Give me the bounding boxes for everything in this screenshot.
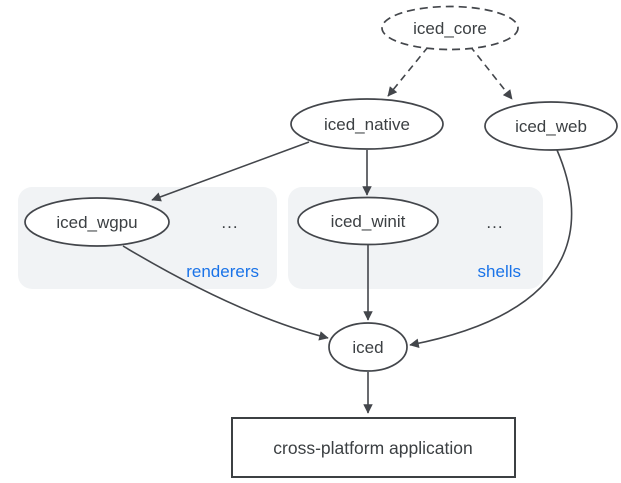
- node-iced_winit: iced_winit: [297, 196, 439, 246]
- edge-iced_web-to-iced: [409, 149, 573, 348]
- edge-iced_core-to-iced_web: [469, 45, 513, 100]
- iced_core-ellipse: [381, 5, 519, 51]
- edge-iced_core-to-iced_native: [387, 46, 429, 97]
- iced-ellipse: [328, 322, 408, 372]
- node-iced_core: iced_core: [381, 5, 519, 51]
- iced-label: iced: [352, 338, 383, 357]
- application-label: cross-platform application: [273, 438, 472, 458]
- iced_wgpu-label: iced_wgpu: [56, 213, 137, 232]
- shells-ellipsis: ...: [486, 213, 503, 232]
- node-iced_web: iced_web: [484, 101, 618, 151]
- application-box: [231, 417, 516, 478]
- node-iced_native: iced_native: [290, 98, 444, 150]
- iced_winit-label: iced_winit: [331, 212, 406, 231]
- iced_wgpu-ellipse: [24, 197, 170, 247]
- iced_core-label: iced_core: [413, 19, 487, 38]
- edge-iced_native-to-iced_wgpu: [151, 141, 310, 202]
- node-application: cross-platform application: [231, 417, 516, 478]
- renderers-ellipsis: ...: [221, 213, 238, 232]
- node-iced_wgpu: iced_wgpu: [24, 197, 170, 247]
- shells-group-label: shells: [478, 262, 521, 281]
- iced_native-label: iced_native: [324, 115, 410, 134]
- iced_winit-ellipse: [297, 196, 439, 246]
- renderers-group-label: renderers: [186, 262, 259, 281]
- iced_native-ellipse: [290, 98, 444, 150]
- node-iced: iced: [328, 322, 408, 372]
- iced_web-ellipse: [484, 101, 618, 151]
- edge-iced_wgpu-to-iced: [122, 245, 329, 341]
- iced_web-label: iced_web: [515, 117, 587, 136]
